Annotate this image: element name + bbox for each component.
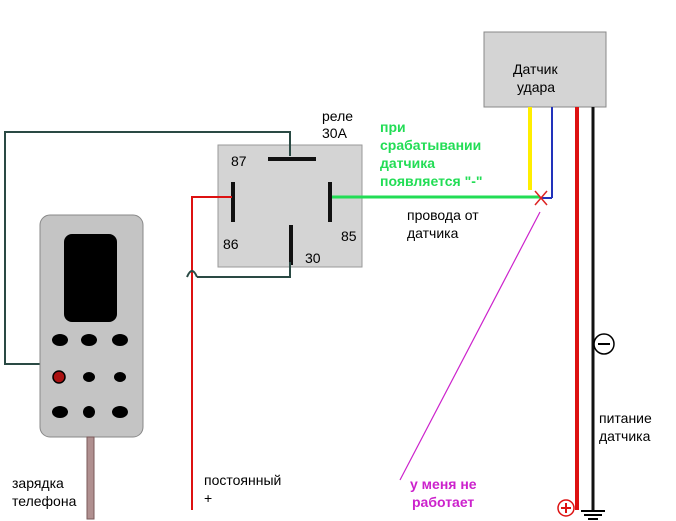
annotation-line xyxy=(399,211,541,481)
power-label-line2: датчика xyxy=(599,428,651,444)
green-note-line2: срабатывании xyxy=(380,137,482,153)
wire-hop xyxy=(186,270,198,278)
charge-label-line1: зарядка xyxy=(12,475,64,491)
constant-plus-wire xyxy=(191,196,232,510)
relay-pin-86: 86 xyxy=(223,236,239,252)
green-note-line1: при xyxy=(380,119,406,135)
relay-title-line2: 30А xyxy=(322,125,347,141)
not-working-line2: работает xyxy=(412,494,475,510)
phone-red-key xyxy=(52,370,66,384)
ground-icon xyxy=(581,510,605,520)
phone-screen xyxy=(64,234,117,322)
relay-pin-30: 30 xyxy=(305,250,321,266)
shock-sensor-box xyxy=(483,31,607,108)
constant-label-line2: + xyxy=(204,490,213,506)
constant-label-line1: постоянный xyxy=(204,472,282,488)
wire-30-to-phone xyxy=(197,262,291,278)
charging-cable xyxy=(86,436,95,520)
sensor-wires-label-line2: датчика xyxy=(407,225,459,241)
not-working-line1: у меня не xyxy=(410,476,477,492)
sensor-title-line2: удара xyxy=(517,79,556,95)
power-label-line1: питание xyxy=(599,410,652,426)
charge-label-line2: телефона xyxy=(12,493,77,509)
phone-keys xyxy=(52,334,128,418)
sensor-wires-label-line1: провода от xyxy=(407,207,479,223)
sensor-title-line1: Датчик xyxy=(513,61,558,77)
green-note-line3: датчика xyxy=(380,155,436,171)
green-note-line4: появляется "-" xyxy=(380,173,483,189)
relay-title-line1: реле xyxy=(322,108,354,124)
junction-cross-b xyxy=(534,190,548,206)
relay-pin-87: 87 xyxy=(231,153,247,169)
relay-pin-85: 85 xyxy=(341,228,357,244)
